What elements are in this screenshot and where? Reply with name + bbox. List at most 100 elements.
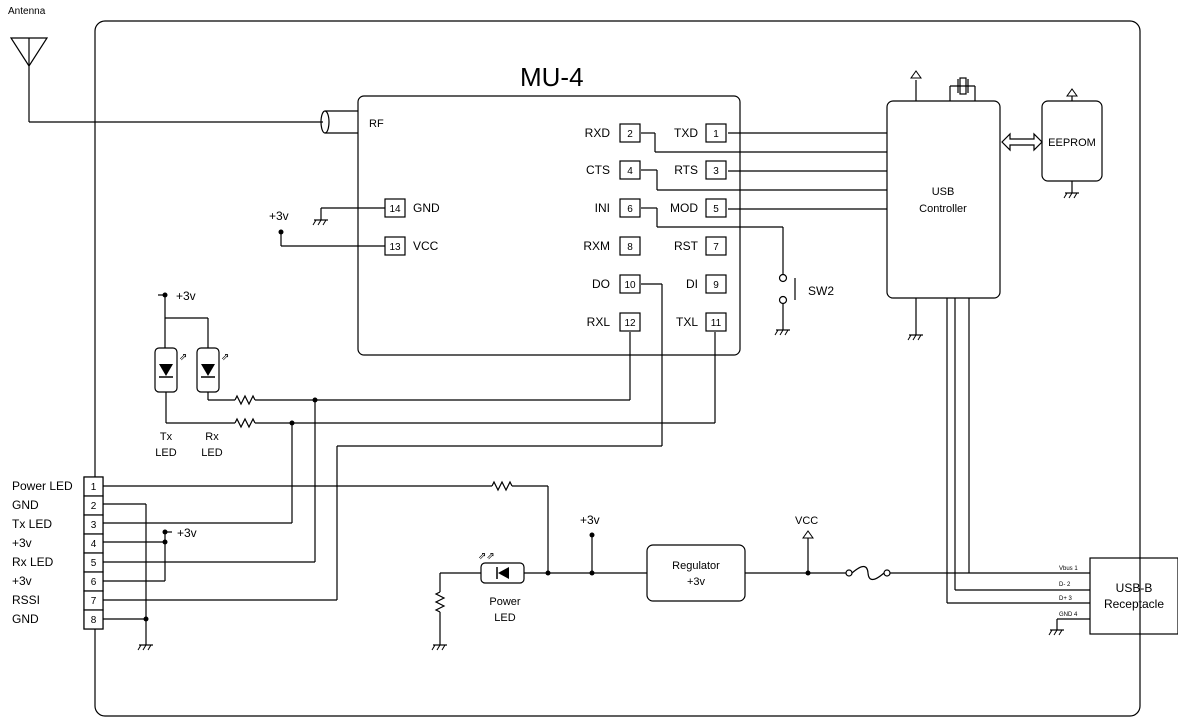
pin-box-3	[705, 160, 727, 180]
usb-b-receptacle	[1089, 557, 1178, 635]
svg-text:⇗: ⇗	[179, 352, 187, 363]
pin-label-rxl: RXL	[587, 315, 611, 329]
rx-led-label-2: LED	[201, 447, 222, 459]
power-led-icon: ⇗⇗	[478, 551, 548, 584]
tx-led-label-2: LED	[155, 447, 176, 459]
connector-pin-number: 1	[91, 482, 97, 493]
connector-label: RSSI	[12, 593, 40, 607]
connector-3v-label: +3v	[177, 526, 197, 540]
pin-number: 9	[713, 280, 719, 291]
usb-controller-label-2: Controller	[919, 203, 967, 215]
antenna-label: Antenna	[8, 6, 46, 17]
power-led-label-2: LED	[494, 612, 515, 624]
usb-pin-dplus: D+ 3	[1059, 596, 1073, 602]
connector-label: GND	[12, 498, 39, 512]
connector-label: Power LED	[12, 479, 73, 493]
pin-label-txd: TXD	[674, 126, 698, 140]
rf-label: RF	[369, 118, 384, 130]
rx-led-icon: ⇗	[196, 347, 229, 393]
usb-controller	[886, 100, 1001, 299]
resistor-icon	[491, 480, 513, 492]
connector-label: GND	[12, 612, 39, 626]
pin-label-rxd: RXD	[585, 126, 611, 140]
usb-pin-gnd: GND 4	[1059, 612, 1078, 618]
connector-pin-number: 4	[91, 539, 97, 550]
resistor-icon	[234, 417, 256, 429]
pin-number: 2	[627, 129, 633, 140]
pin-number: 14	[389, 204, 401, 215]
pin-label-di: DI	[686, 277, 698, 291]
usb-controller-label-1: USB	[932, 186, 955, 198]
connector-label: Tx LED	[12, 517, 52, 531]
usb-pin-dminus: D- 2	[1059, 582, 1071, 588]
pin-label-cts: CTS	[586, 163, 610, 177]
regulator	[646, 544, 746, 602]
pin-label-vcc: VCC	[413, 239, 439, 253]
power-led-label-1: Power	[489, 596, 521, 608]
vcc-label: VCC	[795, 515, 818, 527]
rx-led-label-1: Rx	[205, 431, 219, 443]
board-outline	[94, 20, 1141, 717]
fuse-icon	[845, 565, 891, 581]
led-3v-label: +3v	[176, 289, 196, 303]
svg-text:⇗: ⇗	[221, 352, 229, 363]
pin-box-5	[705, 198, 727, 218]
pin-box-1	[705, 123, 727, 143]
eeprom-label: EEPROM	[1048, 137, 1096, 149]
connector-label: +3v	[12, 536, 32, 550]
pin-label-do: DO	[592, 277, 610, 291]
connector-pin-number: 8	[91, 615, 97, 626]
pin-box-7	[705, 236, 727, 256]
pin-number: 1	[713, 129, 719, 140]
pin-box-4	[619, 160, 641, 180]
connector-label: +3v	[12, 574, 32, 588]
pin-number: 6	[627, 204, 633, 215]
antenna-icon	[9, 37, 49, 122]
pin-label-mod: MOD	[670, 201, 698, 215]
pin-label-rxm: RXM	[583, 239, 610, 253]
mu4-module	[357, 95, 741, 356]
pin-label-txl: TXL	[676, 315, 698, 329]
pin-number: 4	[627, 166, 633, 177]
pin-box-9	[705, 274, 727, 294]
regulator-label-1: Regulator	[672, 560, 720, 572]
svg-text:⇗⇗: ⇗⇗	[478, 551, 495, 562]
connector-pin	[83, 609, 104, 630]
rf-connector-icon	[320, 110, 358, 134]
resistor-icon	[434, 591, 446, 613]
pin-number: 10	[624, 280, 636, 291]
connector-pin-number: 3	[91, 520, 97, 531]
vcc-3v-label: +3v	[269, 209, 289, 223]
pin-label-ini: INI	[595, 201, 610, 215]
connector-pin-number: 6	[91, 577, 97, 588]
tx-led-icon: ⇗	[154, 347, 187, 393]
usb-b-label-1: USB-B	[1116, 581, 1153, 595]
pin-number: 3	[713, 166, 719, 177]
regulator-3v-label: +3v	[580, 513, 600, 527]
pin-number: 8	[627, 242, 633, 253]
pin-number: 7	[713, 242, 719, 253]
pin-box-6	[619, 198, 641, 218]
bus-arrow-icon	[1001, 132, 1043, 152]
pin-box-11	[705, 312, 727, 332]
pin-number: 5	[713, 204, 719, 215]
regulator-label-2: +3v	[687, 576, 706, 588]
pin-box-2	[619, 123, 641, 143]
pin-label-rts: RTS	[674, 163, 698, 177]
pin-box-8	[619, 236, 641, 256]
pin-number: 11	[711, 318, 722, 329]
connector-label: Rx LED	[12, 555, 54, 569]
crystal-icon	[957, 77, 969, 95]
connector-pin-number: 5	[91, 558, 97, 569]
resistor-icon	[234, 394, 256, 406]
usb-pin-vbus: Vbus 1	[1059, 566, 1078, 572]
tx-led-label-1: Tx	[160, 431, 173, 443]
connector-pin-number: 2	[91, 501, 97, 512]
pin-number: 12	[624, 318, 636, 329]
connector-pin-number: 7	[91, 596, 97, 607]
pin-box-10	[619, 274, 641, 294]
pin-label-rst: RST	[674, 239, 699, 253]
pin-label-gnd: GND	[413, 201, 440, 215]
pin-box-12	[619, 312, 641, 332]
usb-b-label-2: Receptacle	[1104, 597, 1164, 611]
